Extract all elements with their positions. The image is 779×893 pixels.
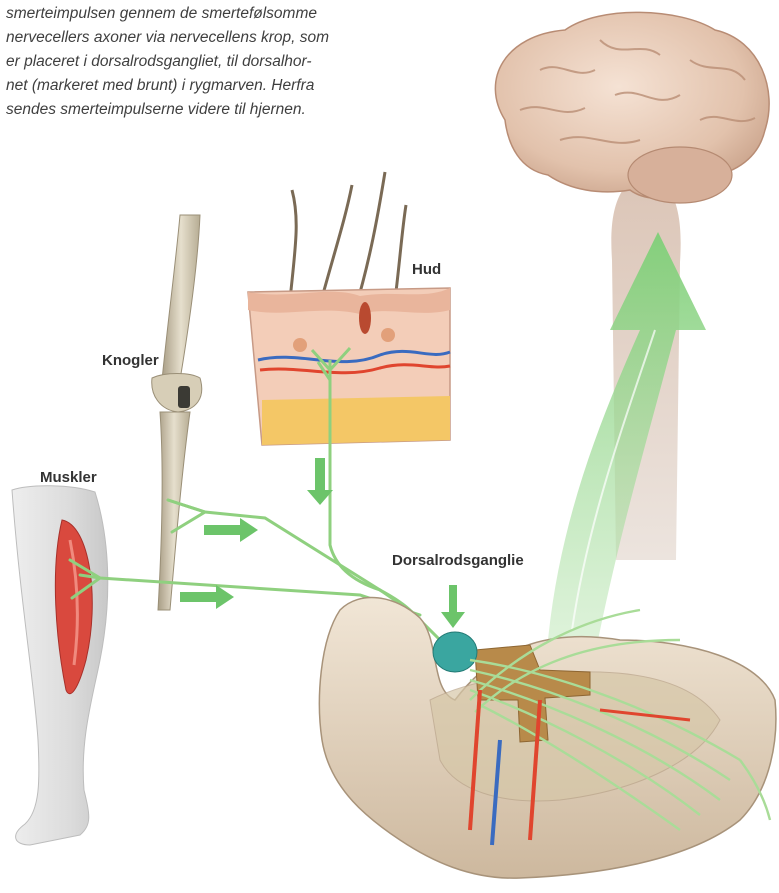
right-arrow-bone <box>204 518 258 542</box>
tibia <box>158 412 190 610</box>
knee-joint <box>152 374 202 413</box>
femur <box>162 215 200 380</box>
hair <box>395 205 406 300</box>
bone-illustration: Knogler <box>102 215 202 610</box>
hair-follicle <box>359 302 371 334</box>
gland <box>293 338 307 352</box>
flow-arrows <box>180 458 465 628</box>
patella-shadow <box>178 386 190 408</box>
gland <box>381 328 395 342</box>
hair <box>290 190 296 300</box>
skin-illustration: Hud <box>248 172 450 445</box>
cerebellum <box>628 147 732 203</box>
vertebra-illustration: Dorsalrodsganglie <box>319 552 775 878</box>
hair <box>320 185 352 305</box>
right-arrow-muscle <box>180 585 234 609</box>
label-ganglion: Dorsalrodsganglie <box>392 552 524 569</box>
muscle-illustration: Muskler <box>12 469 108 845</box>
fat-layer <box>262 396 450 445</box>
label-muscles: Muskler <box>40 469 97 486</box>
down-arrow-ganglion <box>441 585 465 628</box>
dorsal-root-ganglion <box>433 632 477 672</box>
label-bones: Knogler <box>102 352 159 369</box>
label-skin: Hud <box>412 261 441 278</box>
